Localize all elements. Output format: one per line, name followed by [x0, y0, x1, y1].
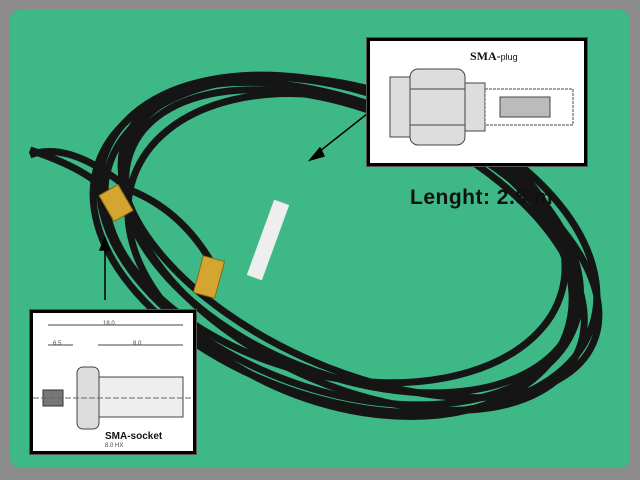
- socket-diagram-title: SMA-socket: [105, 431, 163, 442]
- socket-drawing: [33, 324, 193, 430]
- dim-total: 18.0: [103, 321, 115, 327]
- dim-left: 6.5: [53, 341, 62, 347]
- arrows: [98, 109, 373, 300]
- sma-plug-diagram: SMA-plug: [367, 38, 587, 166]
- sma-plug-connector: [192, 255, 226, 299]
- sma-socket-connector: [98, 183, 134, 223]
- dim-right: 8.0: [133, 341, 142, 347]
- plug-drawing: [389, 68, 574, 146]
- length-label: Lenght: 2.5 m: [410, 186, 554, 209]
- photo-frame: SMA-plug 18.0 6.5 8.0 8.0 HX SMA-socket …: [10, 10, 630, 468]
- cable-tie: [246, 199, 290, 281]
- sma-socket-diagram: 18.0 6.5 8.0 8.0 HX SMA-socket: [30, 310, 196, 454]
- plug-diagram-title: SMA-plug: [470, 49, 518, 63]
- dim-hex: 8.0 HX: [105, 443, 124, 449]
